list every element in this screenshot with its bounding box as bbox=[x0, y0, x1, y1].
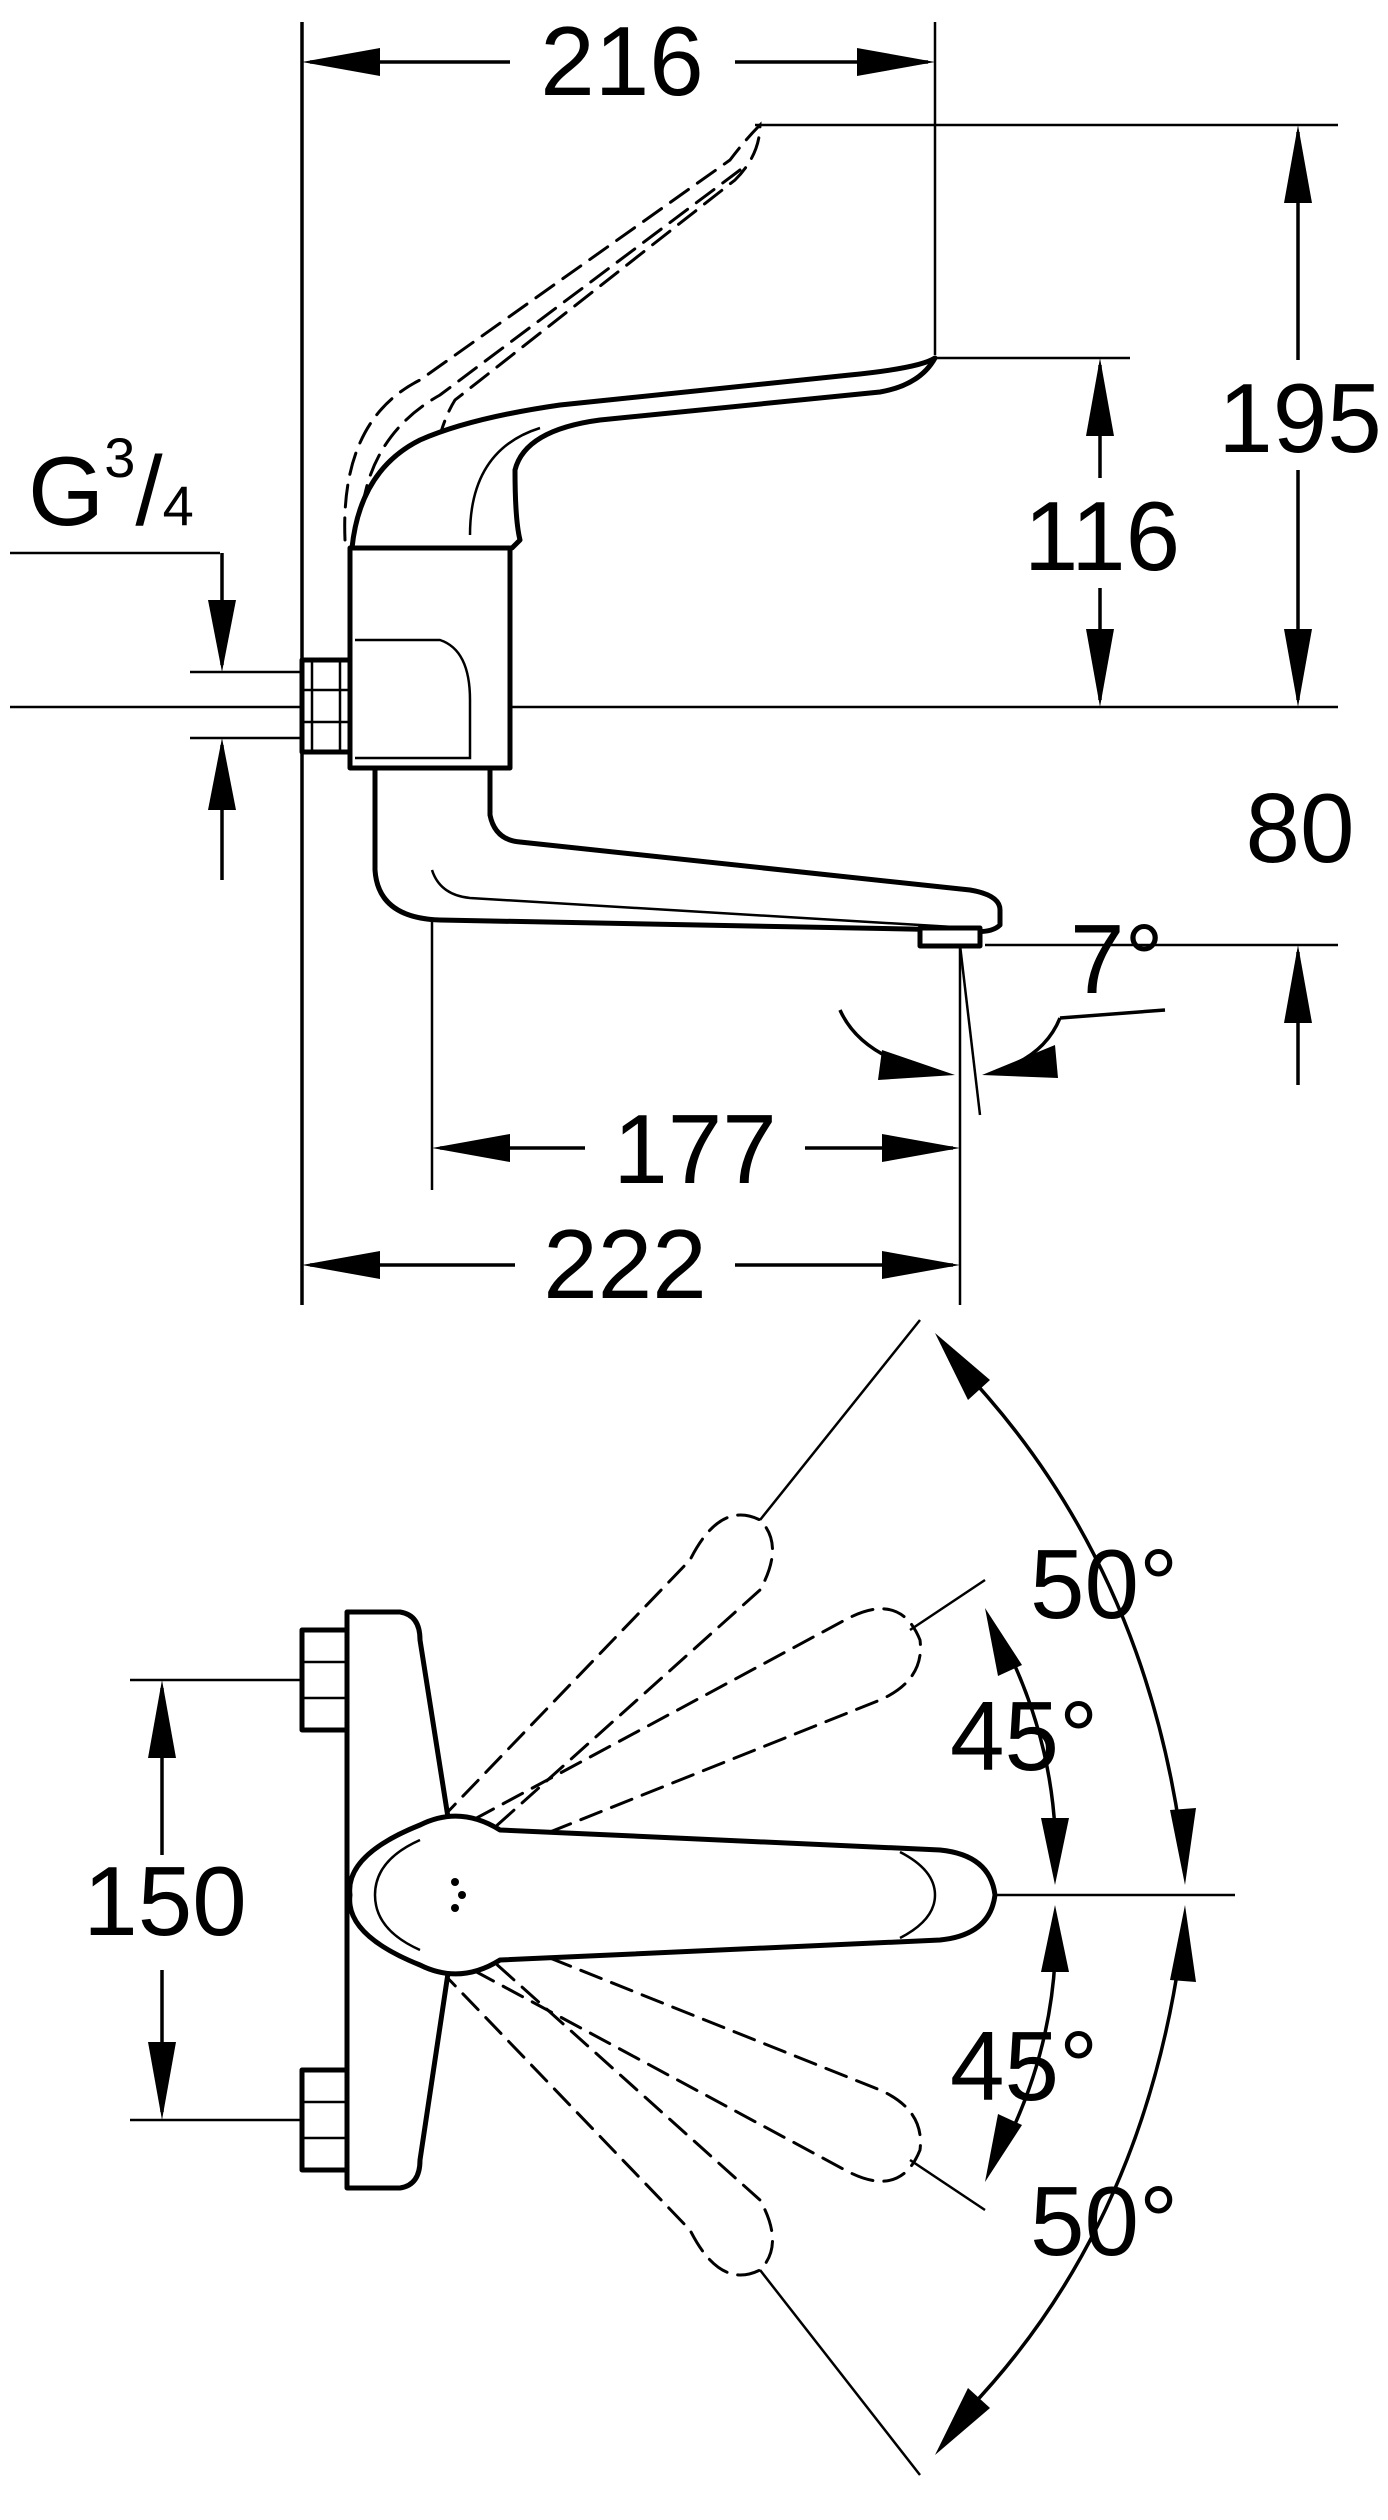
angle-label-upper-50: 50° bbox=[1030, 1529, 1178, 1639]
dimension-label-222: 222 bbox=[543, 1209, 707, 1319]
arc-upper-50 bbox=[966, 1373, 1182, 1831]
thread-nut bbox=[299, 657, 353, 755]
aerator bbox=[917, 925, 983, 949]
thread-label: G3/4 bbox=[28, 426, 194, 546]
dimension-195: 195 bbox=[1215, 125, 1385, 707]
dimension-label-116: 116 bbox=[1024, 481, 1180, 591]
dimension-80: 80 bbox=[1245, 773, 1355, 1085]
lever-handle bbox=[347, 1813, 998, 1977]
spout-axis-line bbox=[958, 944, 982, 1116]
arc-lower-45 bbox=[1008, 1959, 1057, 2136]
side-view: 216 195 116 G3/4 bbox=[10, 6, 1385, 1319]
ref-line-lower-50 bbox=[759, 2269, 921, 2476]
lever-handle-contour bbox=[899, 1850, 937, 1940]
lever-handle-rim bbox=[373, 1838, 421, 1952]
lever-raised-dashed-inner bbox=[358, 168, 742, 542]
spout-contour bbox=[430, 869, 971, 930]
lever-solid bbox=[349, 355, 938, 551]
dimension-177: 177 bbox=[432, 1094, 960, 1204]
temperature-indicator-dots bbox=[451, 1878, 466, 1912]
top-nut-upper bbox=[299, 1627, 350, 1733]
dimension-216: 216 bbox=[302, 6, 935, 116]
dimension-116: 116 bbox=[1015, 358, 1185, 707]
lever-dashed-lower-45 bbox=[443, 1928, 922, 2183]
dimension-label-150: 150 bbox=[83, 1846, 247, 1956]
lever-solid-contour bbox=[468, 426, 541, 536]
top-nut-lower bbox=[299, 2067, 350, 2173]
dimension-150: 150 bbox=[83, 1678, 320, 2122]
thread-dimension: G3/4 bbox=[28, 426, 236, 880]
angle-label-lower-50: 50° bbox=[1030, 2166, 1178, 2276]
ref-line-upper-45 bbox=[909, 1578, 986, 1632]
spout bbox=[372, 765, 1003, 935]
lever-dashed-upper-50 bbox=[438, 1513, 774, 1847]
ref-line-lower-45 bbox=[909, 2158, 986, 2212]
mixer-body bbox=[347, 545, 513, 771]
top-view: 150 50° 45° 45° 50° bbox=[83, 1319, 1235, 2476]
lever-dashed-lower-50 bbox=[438, 1943, 774, 2277]
angle-label-upper-45: 45° bbox=[950, 1681, 1098, 1791]
dimension-222: 222 bbox=[302, 1209, 960, 1319]
dimension-label-195: 195 bbox=[1218, 363, 1382, 473]
dimension-label-177: 177 bbox=[613, 1094, 777, 1204]
arc-upper-45 bbox=[1008, 1654, 1057, 1831]
dimension-label-216: 216 bbox=[540, 6, 704, 116]
ref-line-upper-50 bbox=[759, 1319, 921, 1521]
mixer-body-shading bbox=[355, 638, 472, 760]
dimension-label-80: 80 bbox=[1245, 773, 1354, 883]
arc-lower-50 bbox=[966, 1954, 1182, 2412]
lever-dashed-upper-45 bbox=[443, 1607, 922, 1862]
angle-label-lower-45: 45° bbox=[950, 2011, 1098, 2121]
dimension-label-7-degree: 7° bbox=[1070, 904, 1164, 1014]
dimension-7-degree: 7° bbox=[838, 904, 1166, 1080]
